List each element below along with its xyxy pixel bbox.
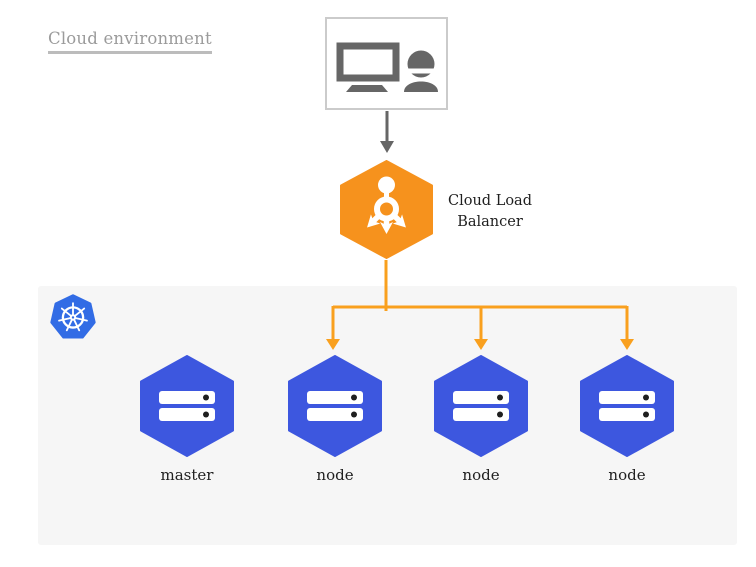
load-balancer-hexagon [340,160,433,263]
node-label: node [462,466,500,484]
cluster-node-master: master [140,355,234,487]
server-hexagon-icon [580,355,674,457]
connector-loadbalancer-to-nodes [326,260,634,350]
cluster-node-2: node [434,355,528,487]
server-hexagon-icon [288,355,382,457]
server-hexagon-icon [434,355,528,457]
server-hexagon-icon [140,355,234,457]
node-label: node [608,466,646,484]
arrow-user-to-loadbalancer [380,111,394,153]
kubernetes-helm-icon [50,294,96,339]
monitor-user-icon [336,42,438,92]
user-terminal-box [325,17,448,110]
node-label: master [160,466,214,484]
node-label: node [316,466,354,484]
cluster-node-3: node [580,355,674,487]
load-balancer-icon [340,160,433,259]
diagram-title: Cloud environment [48,29,212,54]
load-balancer-label: Cloud Load Balancer [448,193,532,230]
kubernetes-logo [50,294,96,344]
cluster-node-1: node [288,355,382,487]
